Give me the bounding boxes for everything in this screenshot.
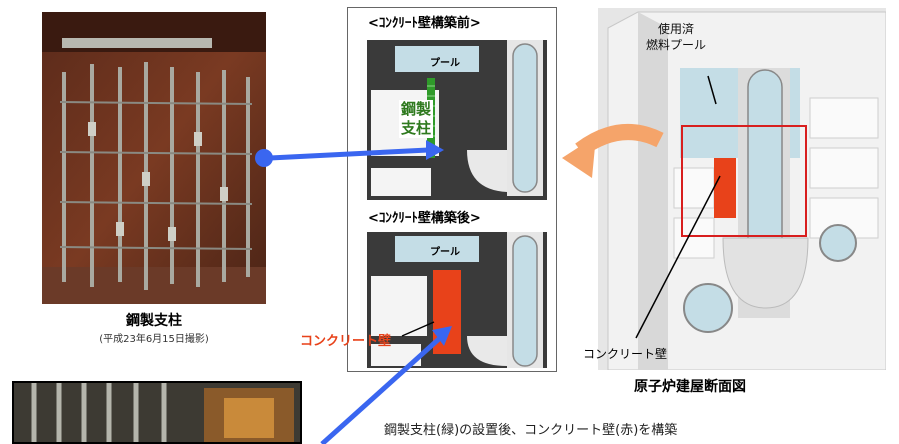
photo-caption-date: (平成23年6月15日撮影) xyxy=(99,334,209,345)
steel-pillar-label: 鋼製 支柱 xyxy=(399,100,434,138)
steel-pillar-label-line2: 支柱 xyxy=(401,119,432,137)
steel-pillar-photo-drawing xyxy=(42,12,266,304)
before-pool-label: プール xyxy=(430,58,460,69)
spent-fuel-pool-label-line2: 燃料プール xyxy=(645,38,706,52)
cross-section-wall-label: コンクリート壁 xyxy=(583,347,668,361)
blue-arrow-bottom-to-wall xyxy=(320,326,452,444)
before-diagram xyxy=(367,40,547,200)
reactor-building-cross-section xyxy=(598,8,886,370)
concrete-wall-leader-line xyxy=(401,321,435,337)
after-panel-title: <ｺﾝｸﾘｰﾄ壁構築後> xyxy=(368,211,481,226)
construction-photo-drawing xyxy=(14,383,300,442)
before-panel-title: <ｺﾝｸﾘｰﾄ壁構築前> xyxy=(368,16,481,31)
concrete-wall-label-red: コンクリート壁 xyxy=(300,334,392,349)
orange-curved-arrow xyxy=(562,124,664,178)
steel-pillar-label-line1: 鋼製 xyxy=(401,100,432,118)
blue-arrow-photo-to-diagram xyxy=(255,140,444,167)
steel-pillar-photo xyxy=(42,12,266,304)
after-pool-label: プール xyxy=(430,247,460,258)
cross-section-title: 原子炉建屋断面図 xyxy=(634,379,746,395)
highlight-frame xyxy=(681,125,807,237)
after-diagram xyxy=(367,232,547,368)
construction-photo xyxy=(12,381,302,444)
spent-fuel-pool-label-line1: 使用済 xyxy=(657,22,694,36)
description-text: 鋼製支柱(緑)の設置後、コンクリート壁(赤)を構築 xyxy=(384,423,678,438)
spent-fuel-pool-label: 使用済 燃料プール xyxy=(641,21,711,53)
cross-section-concrete-wall xyxy=(714,158,736,218)
photo-caption-title: 鋼製支柱 xyxy=(126,313,182,329)
